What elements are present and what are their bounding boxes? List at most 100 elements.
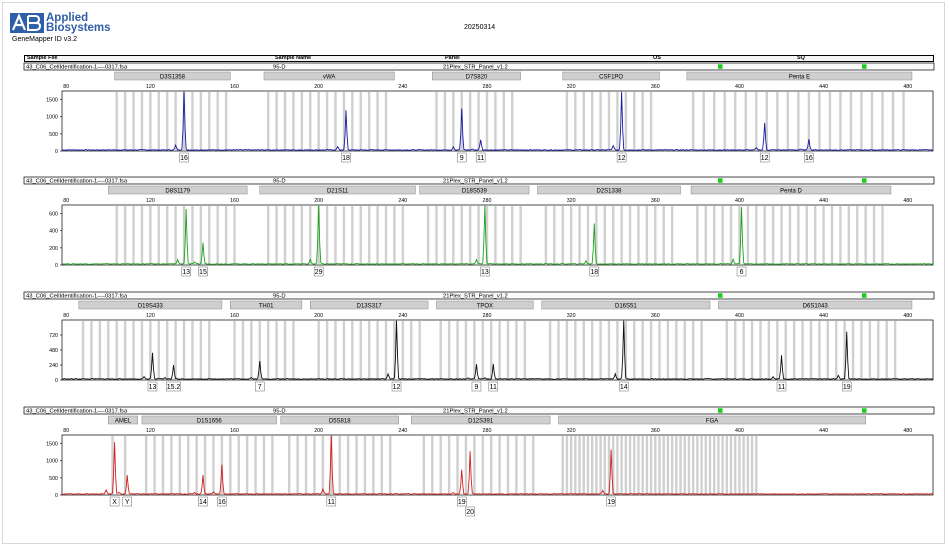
x-tick-label: 80 (63, 198, 69, 204)
allele-bin (578, 436, 581, 494)
allele-label-box (589, 266, 600, 277)
allele-bin (860, 321, 863, 379)
allele-bin (801, 321, 804, 379)
marker-label: FGA (706, 418, 718, 424)
allele-bin (481, 436, 484, 494)
plot-frame (61, 434, 934, 496)
allele-bin (586, 206, 590, 264)
panel-title-bar (23, 176, 935, 185)
allele-label-box (255, 381, 265, 392)
allele-bin (191, 92, 194, 150)
panel-sample-file: 43_C06_CellIdentification-1----0317.fsa (26, 294, 128, 300)
allele-label: 13 (149, 384, 157, 391)
x-tick-label: 80 (63, 313, 69, 319)
allele-bin (561, 436, 564, 494)
allele-bin (149, 206, 152, 264)
sq-status-indicator (862, 293, 867, 298)
allele-bin (473, 321, 476, 379)
allele-bin (864, 206, 867, 264)
allele-bin (389, 436, 392, 494)
x-tick-label: 240 (398, 428, 407, 434)
allele-bin (195, 436, 198, 494)
allele-bin (712, 436, 716, 494)
x-tick-label: 80 (63, 428, 69, 434)
allele-bin (275, 206, 278, 264)
allele-bin (296, 436, 299, 494)
marker-label: vWA (323, 74, 335, 80)
allele-bin (763, 206, 766, 264)
x-tick-label: 200 (314, 84, 323, 90)
allele-bin (447, 321, 451, 379)
allele-label: 15.2 (167, 384, 181, 391)
allele-bin (691, 92, 695, 150)
allele-bin (132, 206, 135, 264)
allele-bin (553, 206, 556, 264)
allele-bin (208, 92, 211, 150)
allele-bin (498, 321, 501, 379)
allele-label: 11 (778, 384, 785, 391)
allele-bin (744, 92, 747, 150)
allele-bin (565, 321, 569, 379)
x-tick-label: 280 (483, 198, 492, 204)
x-tick-label: 160 (230, 198, 239, 204)
allele-bin (460, 206, 463, 264)
allele-bin (557, 321, 560, 379)
allele-bin (342, 321, 346, 379)
allele-bin (292, 92, 295, 150)
allele-bin (342, 206, 346, 264)
allele-bin (452, 206, 455, 264)
allele-bin (309, 206, 312, 264)
allele-bin (376, 92, 379, 150)
x-tick-label: 200 (314, 428, 323, 434)
allele-bin (641, 436, 644, 494)
allele-bin (666, 321, 670, 379)
allele-bin (460, 92, 463, 150)
allele-bin (582, 436, 585, 494)
allele-bin (738, 206, 741, 264)
allele-bin (691, 436, 695, 494)
allele-bin (502, 206, 506, 264)
header-sample-name: Sample Name (275, 55, 312, 61)
marker-bar (141, 415, 277, 425)
allele-bin (805, 206, 808, 264)
allele-bin (363, 436, 367, 494)
allele-bin (807, 92, 811, 150)
panel-sample-name: 95-D (273, 409, 286, 415)
x-tick-label: 120 (146, 313, 155, 319)
sq-status-indicator (862, 408, 867, 413)
allele-bin (868, 321, 872, 379)
allele-label-box (475, 152, 486, 163)
allele-bin (712, 92, 716, 150)
allele-bin (300, 206, 304, 264)
x-tick-label: 360 (651, 313, 660, 319)
allele-bin (140, 321, 144, 379)
allele-bin (393, 321, 396, 379)
allele-bin (717, 436, 720, 494)
allele-bin (506, 436, 510, 494)
allele-bin (123, 321, 127, 379)
allele-bin (712, 206, 716, 264)
allele-bin (208, 206, 211, 264)
allele-bin (616, 92, 619, 150)
allele-bin (734, 321, 737, 379)
allele-bin (696, 206, 699, 264)
marker-label: D5S818 (329, 418, 351, 424)
allele-bin (637, 206, 640, 264)
allele-label-box (109, 496, 120, 507)
allele-label: 13 (481, 269, 489, 276)
marker-bar (259, 185, 416, 195)
allele-label: 9 (460, 155, 464, 162)
allele-label-box (471, 381, 482, 392)
allele-bin (161, 436, 165, 494)
marker-bar (114, 71, 231, 81)
header-panel: Panel (445, 55, 460, 61)
marker-bar (263, 71, 395, 81)
allele-bin (149, 321, 152, 379)
allele-bin (603, 436, 606, 494)
allele-bin (418, 321, 421, 379)
allele-bin (700, 321, 703, 379)
allele-label: 11 (477, 155, 484, 162)
x-tick-label: 440 (819, 313, 828, 319)
allele-bin (702, 92, 705, 150)
marker-bar (419, 185, 530, 195)
